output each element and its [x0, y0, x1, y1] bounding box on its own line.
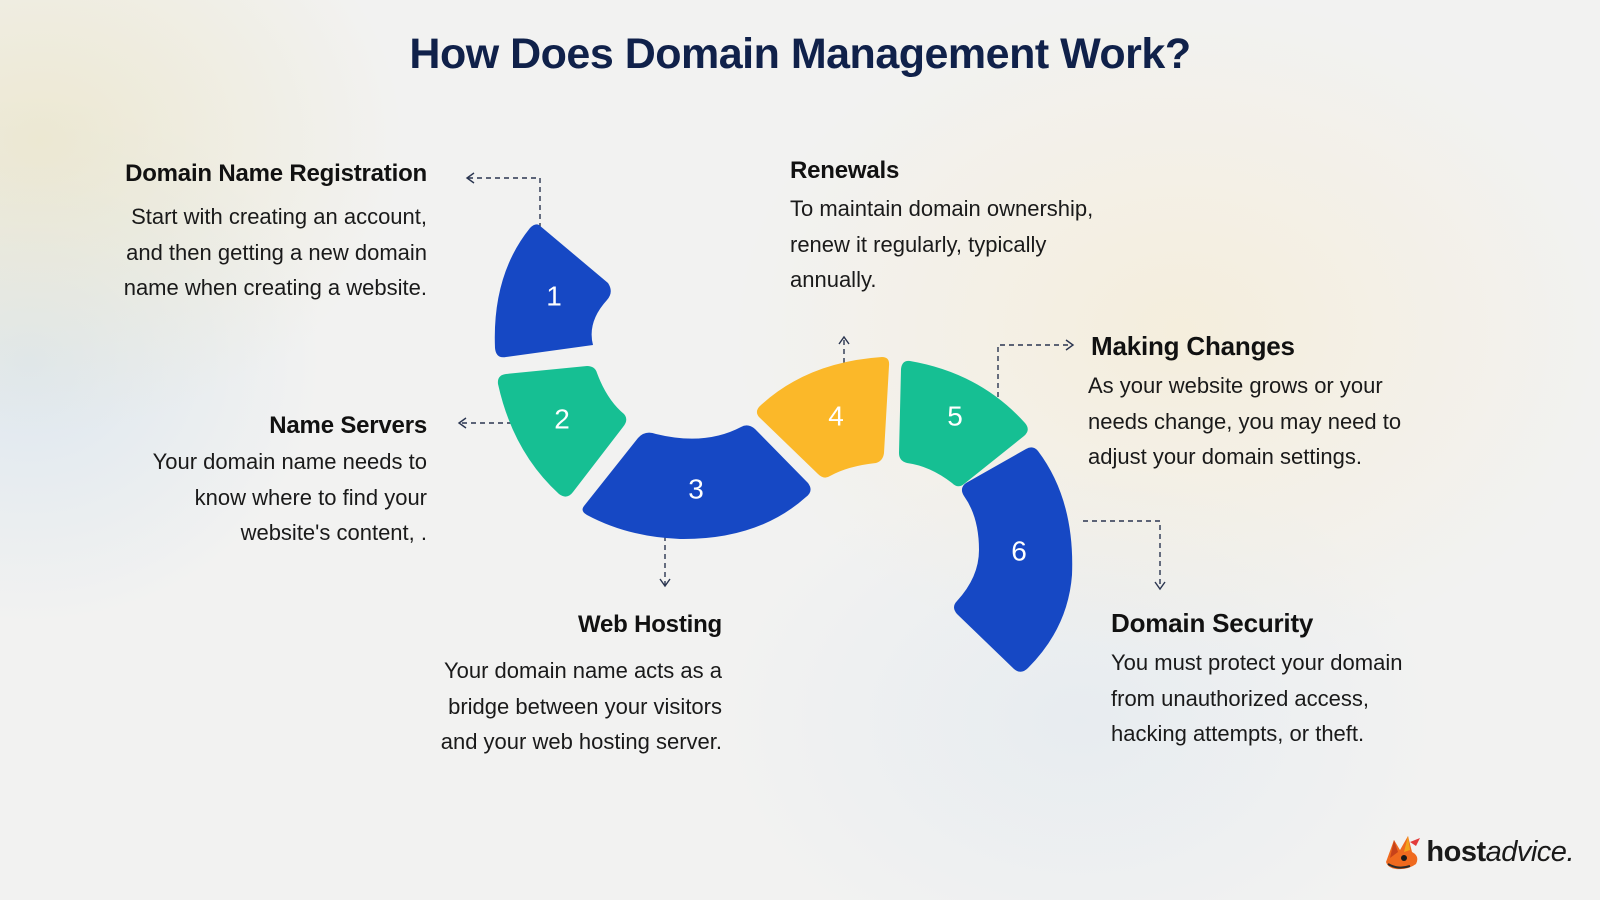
step-6-shape: [954, 447, 1073, 672]
step-1-heading: Domain Name Registration: [125, 160, 427, 187]
step-3-line-2: bridge between your visitors: [448, 693, 722, 719]
step-6-number: 6: [1011, 535, 1027, 566]
step-3-heading: Web Hosting: [577, 611, 722, 638]
step-6-description: You must protect your domain from unauth…: [1111, 645, 1491, 752]
step-5-line-1: As your website grows or your: [1088, 373, 1383, 398]
step-4-description: To maintain domain ownership, renew it r…: [790, 191, 1150, 298]
step-6-block: Domain Security You must protect your do…: [1111, 608, 1491, 752]
step-4-block: Renewals To maintain domain ownership, r…: [790, 157, 1150, 298]
step-4-line-2: renew it regularly, typically: [790, 231, 1047, 257]
step-3-block: Web Hosting Your domain name acts as a b…: [382, 611, 722, 760]
step-6-line-1: You must protect your domain: [1111, 650, 1403, 675]
step-3-number: 3: [688, 473, 704, 504]
step-4-line-3: annually.: [790, 267, 877, 292]
step-1-line-2: and then getting a new domain: [126, 239, 427, 265]
step-2-description: Your domain name needs to know where to …: [87, 444, 427, 551]
step-2-line-1: Your domain name needs to: [152, 449, 427, 474]
step-2-line-2: know where to find your: [194, 484, 427, 510]
step-2-shape: [497, 366, 627, 497]
logo-italic-text: advice.: [1485, 835, 1575, 868]
step-3-shape: [582, 425, 811, 540]
step-1-description: Start with creating an account, and then…: [67, 199, 427, 306]
step-2-number: 2: [554, 403, 570, 434]
page-title: How Does Domain Management Work?: [409, 30, 1191, 78]
step-5-line-3: adjust your domain settings.: [1088, 444, 1362, 469]
step-4-shape: [756, 357, 890, 478]
step-1-segment: 1: [494, 224, 611, 358]
step-5-block: Making Changes As your website grows or …: [1088, 331, 1468, 475]
step-5-segment: 5: [899, 360, 1028, 487]
step-1-shape: [494, 224, 611, 358]
fox-mascot-icon: [1386, 836, 1421, 870]
step-3-segment: 3: [582, 425, 811, 540]
step-5-description: As your website grows or your needs chan…: [1088, 368, 1468, 475]
step-2-segment: 2: [497, 366, 627, 497]
step-4-line-1: To maintain domain ownership,: [790, 196, 1094, 221]
step-3-line-1: Your domain name acts as a: [443, 658, 722, 683]
step-6-heading: Domain Security: [1111, 608, 1314, 638]
step-3-description: Your domain name acts as a bridge betwee…: [382, 653, 722, 760]
step-2-block: Name Servers Your domain name needs to k…: [87, 412, 428, 551]
leader-line-5: [997, 339, 1075, 415]
step-1-number: 1: [546, 280, 562, 311]
logo-wordmark: hostadvice.: [1426, 836, 1574, 869]
step-4-number: 4: [828, 400, 844, 431]
step-6-line-3: hacking attempts, or theft.: [1111, 721, 1365, 746]
step-5-number: 5: [947, 400, 963, 431]
step-1-block: Domain Name Registration Start with crea…: [67, 160, 427, 306]
leader-line-6: [1083, 520, 1166, 591]
logo-bold-text: host: [1426, 835, 1486, 868]
step-5-line-2: needs change, you may need to: [1088, 408, 1402, 434]
step-2-line-3: website's content, .: [240, 520, 427, 545]
step-2-heading: Name Servers: [269, 412, 427, 439]
step-3-line-3: and your web hosting server.: [440, 729, 722, 754]
step-1-line-3: name when creating a website.: [123, 275, 427, 300]
step-4-segment: 4: [756, 357, 890, 478]
step-5-heading: Making Changes: [1091, 331, 1295, 361]
step-1-line-1: Start with creating an account,: [131, 204, 427, 229]
leader-line-1: [465, 172, 541, 228]
step-6-line-2: from unauthorized access,: [1111, 685, 1370, 711]
step-6-segment: 6: [954, 447, 1073, 672]
step-4-heading: Renewals: [790, 157, 900, 184]
hostadvice-logo: hostadvice.: [1380, 832, 1575, 872]
step-5-shape: [899, 360, 1028, 487]
